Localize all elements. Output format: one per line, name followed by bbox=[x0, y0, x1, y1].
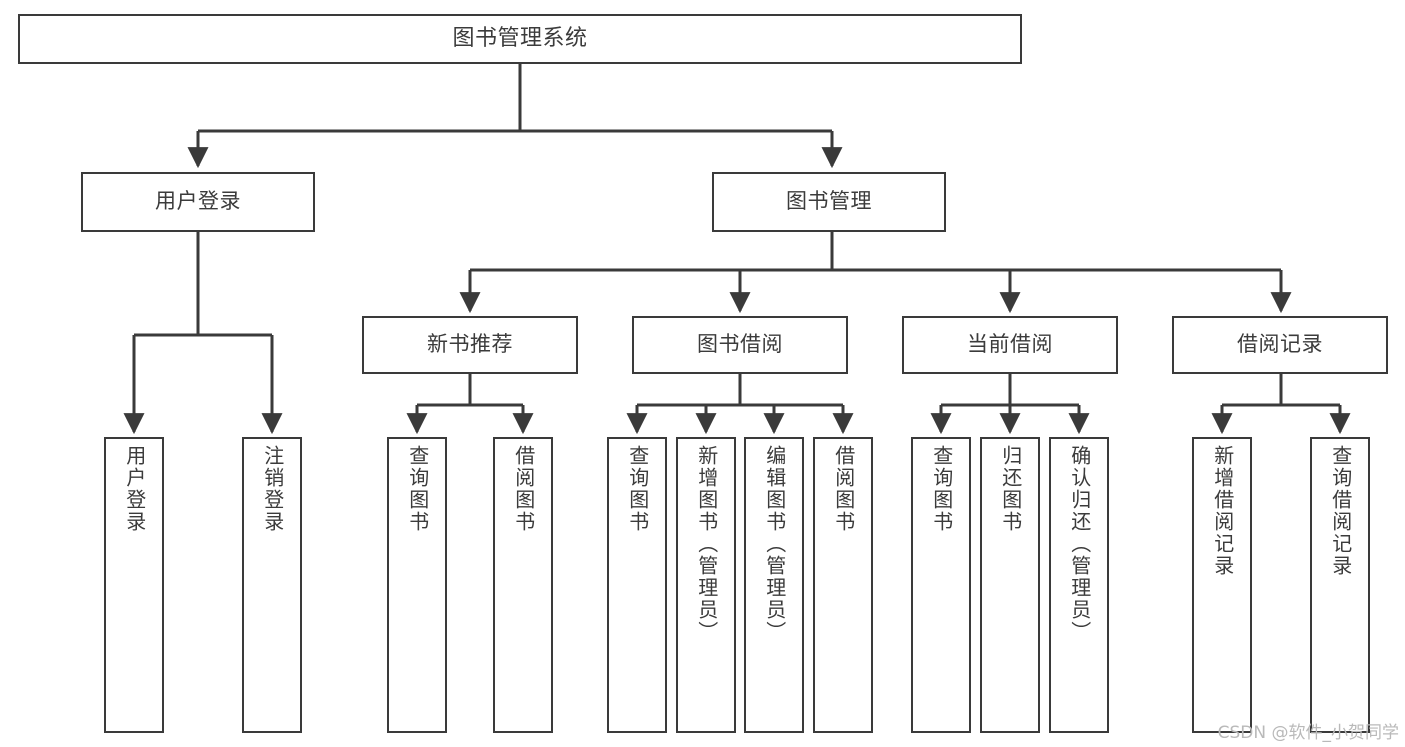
node-label: 新增借阅记录 bbox=[1210, 445, 1235, 577]
node-leaf-add-borrow-record[interactable]: 新增借阅记录 bbox=[1192, 437, 1252, 733]
node-leaf-logout-login[interactable]: 注销登录 bbox=[242, 437, 302, 733]
node-label: 图书管理 bbox=[786, 189, 872, 214]
node-label: 查询借阅记录 bbox=[1328, 445, 1353, 577]
node-label: 图书管理系统 bbox=[452, 25, 588, 51]
node-label: 编辑图书（管理员） bbox=[762, 445, 787, 643]
node-book-borrow[interactable]: 图书借阅 bbox=[632, 316, 848, 374]
node-label: 查询图书 bbox=[625, 445, 650, 533]
node-leaf-query-book-current[interactable]: 查询图书 bbox=[911, 437, 971, 733]
node-label: 归还图书 bbox=[998, 445, 1023, 533]
node-label: 确认归还（管理员） bbox=[1067, 445, 1092, 643]
node-borrow-record[interactable]: 借阅记录 bbox=[1172, 316, 1388, 374]
node-label: 查询图书 bbox=[405, 445, 430, 533]
node-leaf-query-book-borrow[interactable]: 查询图书 bbox=[607, 437, 667, 733]
node-label: 注销登录 bbox=[260, 445, 285, 533]
node-leaf-return-book[interactable]: 归还图书 bbox=[980, 437, 1040, 733]
node-label: 用户登录 bbox=[122, 445, 147, 533]
node-leaf-borrow-book[interactable]: 借阅图书 bbox=[813, 437, 873, 733]
node-label: 借阅图书 bbox=[511, 445, 536, 533]
node-label: 新书推荐 bbox=[427, 332, 513, 357]
node-leaf-edit-book-admin[interactable]: 编辑图书（管理员） bbox=[744, 437, 804, 733]
node-leaf-query-borrow-record[interactable]: 查询借阅记录 bbox=[1310, 437, 1370, 733]
node-current-borrow[interactable]: 当前借阅 bbox=[902, 316, 1118, 374]
node-label: 当前借阅 bbox=[967, 332, 1053, 357]
node-book-manage[interactable]: 图书管理 bbox=[712, 172, 946, 232]
node-leaf-borrow-book-recommend[interactable]: 借阅图书 bbox=[493, 437, 553, 733]
node-leaf-user-login[interactable]: 用户登录 bbox=[104, 437, 164, 733]
node-book-management-system[interactable]: 图书管理系统 bbox=[18, 14, 1022, 64]
node-user-login[interactable]: 用户登录 bbox=[81, 172, 315, 232]
node-label: 用户登录 bbox=[155, 189, 241, 214]
node-leaf-query-book-recommend[interactable]: 查询图书 bbox=[387, 437, 447, 733]
node-label: 借阅图书 bbox=[831, 445, 856, 533]
node-label: 新增图书（管理员） bbox=[694, 445, 719, 643]
watermark: CSDN @软件_小贺同学 bbox=[1217, 723, 1399, 743]
node-leaf-confirm-return-admin[interactable]: 确认归还（管理员） bbox=[1049, 437, 1109, 733]
node-label: 借阅记录 bbox=[1237, 332, 1323, 357]
node-leaf-add-book-admin[interactable]: 新增图书（管理员） bbox=[676, 437, 736, 733]
node-label: 查询图书 bbox=[929, 445, 954, 533]
node-new-book-recommend[interactable]: 新书推荐 bbox=[362, 316, 578, 374]
node-label: 图书借阅 bbox=[697, 332, 783, 357]
